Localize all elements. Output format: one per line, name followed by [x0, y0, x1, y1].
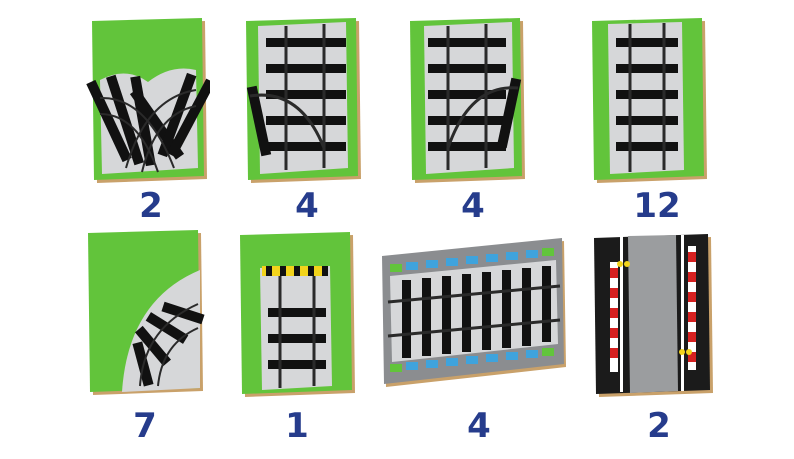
- tile-station-platform: [382, 238, 566, 387]
- count-track-end-buffer: 1: [285, 406, 309, 446]
- count-straight-track: 12: [633, 186, 681, 226]
- tile-level-crossing: [594, 234, 713, 397]
- count-left-switch: 4: [295, 186, 319, 226]
- tile-track-end-buffer: [240, 232, 355, 397]
- tile-curve-track: [88, 230, 205, 395]
- tile-right-switch: [410, 18, 525, 183]
- tile-left-switch: [246, 18, 361, 183]
- count-right-switch: 4: [461, 186, 485, 226]
- count-curve-track: 7: [133, 406, 157, 446]
- count-station-platform: 4: [467, 406, 491, 446]
- tile-double-curve-switch: [86, 18, 210, 183]
- tile-straight-track: [592, 18, 707, 183]
- count-level-crossing: 2: [647, 406, 671, 446]
- count-double-curve-switch: 2: [139, 186, 163, 226]
